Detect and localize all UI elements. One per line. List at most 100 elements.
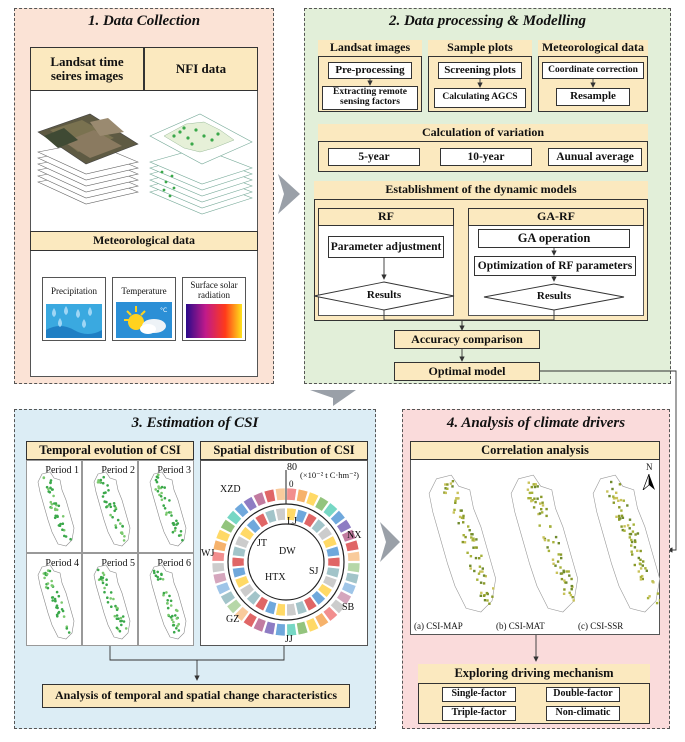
outer-ring-segment bbox=[329, 598, 346, 615]
correlation-pixel bbox=[652, 581, 655, 584]
period-maps-shapes bbox=[37, 471, 187, 640]
region-jt: JT bbox=[257, 538, 267, 549]
forest-plot-dot bbox=[49, 500, 53, 504]
correlation-pixel bbox=[491, 595, 494, 598]
forest-plot-dot bbox=[113, 509, 116, 513]
forest-plot-dot bbox=[45, 485, 49, 489]
correlation-pixel bbox=[555, 571, 559, 574]
rf-results-label: Results bbox=[366, 289, 402, 301]
correlation-pixel bbox=[641, 564, 644, 567]
region-lj: LJ bbox=[287, 516, 297, 527]
outer-ring-segment bbox=[336, 518, 352, 534]
correlation-pixel bbox=[474, 556, 478, 560]
correlation-pixel bbox=[560, 572, 564, 575]
outer-ring-segment bbox=[211, 562, 225, 574]
inner-ring-segment bbox=[286, 602, 297, 617]
correlation-pixel bbox=[639, 567, 643, 570]
forest-plot-dot bbox=[154, 488, 157, 491]
north-arrow-icon bbox=[642, 474, 655, 490]
correlation-pixel bbox=[621, 516, 625, 519]
forest-plot-dot bbox=[96, 568, 100, 572]
correlation-pixel bbox=[619, 498, 623, 502]
correlation-pixel bbox=[472, 546, 475, 549]
outer-ring-segment bbox=[215, 528, 231, 543]
inner-ring-segment bbox=[317, 583, 333, 598]
forest-plot-dot bbox=[115, 626, 119, 630]
forest-plot-dot bbox=[154, 574, 158, 577]
correlation-pixel bbox=[530, 499, 533, 503]
correlation-pixel bbox=[628, 518, 632, 521]
correlation-pixel bbox=[482, 582, 486, 585]
forest-plot-dot bbox=[163, 507, 167, 510]
correlation-region-outline bbox=[510, 474, 579, 613]
forest-plot-dot bbox=[57, 610, 61, 614]
panel3-title: 3. Estimation of CSI bbox=[131, 415, 259, 431]
forest-plot-dot bbox=[173, 529, 177, 532]
correlation-pixel bbox=[539, 502, 542, 505]
correlation-pixel bbox=[474, 546, 477, 549]
outer-ring-segment bbox=[212, 539, 228, 552]
correlation-pixel bbox=[620, 509, 623, 512]
double-factor-box: Double-factor bbox=[546, 687, 620, 702]
correlation-pixel bbox=[617, 514, 621, 518]
correlation-pixel bbox=[543, 538, 547, 542]
forest-plot-dot bbox=[169, 511, 173, 514]
ga-operation-box: GA operation bbox=[478, 229, 630, 248]
correlation-pixel bbox=[606, 490, 609, 493]
period-5-label: Period 5 bbox=[101, 558, 135, 569]
panel1-title: 1. Data Collection bbox=[87, 13, 201, 29]
outer-ring-segment bbox=[220, 590, 236, 606]
correlation-pixel bbox=[462, 521, 465, 524]
correlation-pixel bbox=[655, 601, 659, 605]
correlation-pixel bbox=[527, 481, 530, 484]
correlation-pixel bbox=[545, 514, 548, 518]
region-sj: SJ bbox=[309, 566, 319, 577]
forest-plot-dot bbox=[120, 623, 123, 627]
region-gz: GZ bbox=[226, 614, 240, 625]
forest-plot-dot bbox=[114, 524, 117, 527]
tile-precipitation: Precipitation bbox=[42, 277, 106, 341]
correlation-pixel bbox=[464, 535, 467, 539]
correlation-pixel bbox=[534, 483, 537, 486]
correlation-pixel bbox=[567, 570, 570, 573]
single-factor-box: Single-factor bbox=[442, 687, 516, 702]
forest-plot-dot bbox=[115, 614, 119, 617]
outer-ring-segment bbox=[286, 487, 298, 501]
inner-axis-circle bbox=[247, 523, 325, 601]
forest-plot-dot bbox=[119, 616, 123, 620]
correlation-pixel bbox=[629, 532, 633, 536]
forest-plot-dot bbox=[166, 601, 169, 605]
svg-text:°C: °C bbox=[160, 307, 167, 314]
forest-plot-dot bbox=[110, 605, 113, 608]
correlation-pixel bbox=[615, 491, 618, 494]
correlation-pixel bbox=[540, 508, 543, 511]
forest-plot-dot bbox=[112, 502, 116, 505]
forest-plot-dot bbox=[106, 596, 109, 599]
landsat-stack-illustration bbox=[37, 113, 139, 205]
correlation-pixel bbox=[639, 558, 642, 561]
correlation-pixel bbox=[478, 565, 482, 568]
correlation-pixel bbox=[486, 599, 489, 602]
non-climatic-box: Non-climatic bbox=[546, 706, 620, 721]
forest-plot-dot bbox=[51, 488, 54, 491]
forest-plot-dot bbox=[109, 513, 112, 517]
correlation-pixel bbox=[658, 599, 660, 602]
correlation-pixel bbox=[480, 591, 483, 595]
forest-plot-dot bbox=[122, 620, 126, 623]
temporal-spatial-analysis-box: Analysis of temporal and spatial change … bbox=[42, 684, 350, 708]
correlation-pixel bbox=[460, 516, 464, 519]
correlation-pixel bbox=[451, 485, 454, 488]
correlation-pixel bbox=[537, 512, 540, 516]
forest-plot-dot bbox=[156, 578, 160, 581]
forest-plot-dot bbox=[99, 577, 102, 581]
correlation-pixel bbox=[636, 549, 639, 552]
driving-mechanism-header: Exploring driving mechanism bbox=[418, 664, 650, 684]
forest-plot-dot bbox=[103, 586, 106, 590]
forest-plot-dot bbox=[49, 481, 52, 485]
forest-plot-dot bbox=[159, 577, 162, 581]
correlation-pixel bbox=[444, 483, 447, 486]
forest-plot-dot bbox=[57, 594, 61, 598]
inner-ring-segment bbox=[264, 508, 278, 524]
correlation-pixel bbox=[626, 504, 629, 507]
panel3-bottom-connector bbox=[109, 646, 285, 681]
